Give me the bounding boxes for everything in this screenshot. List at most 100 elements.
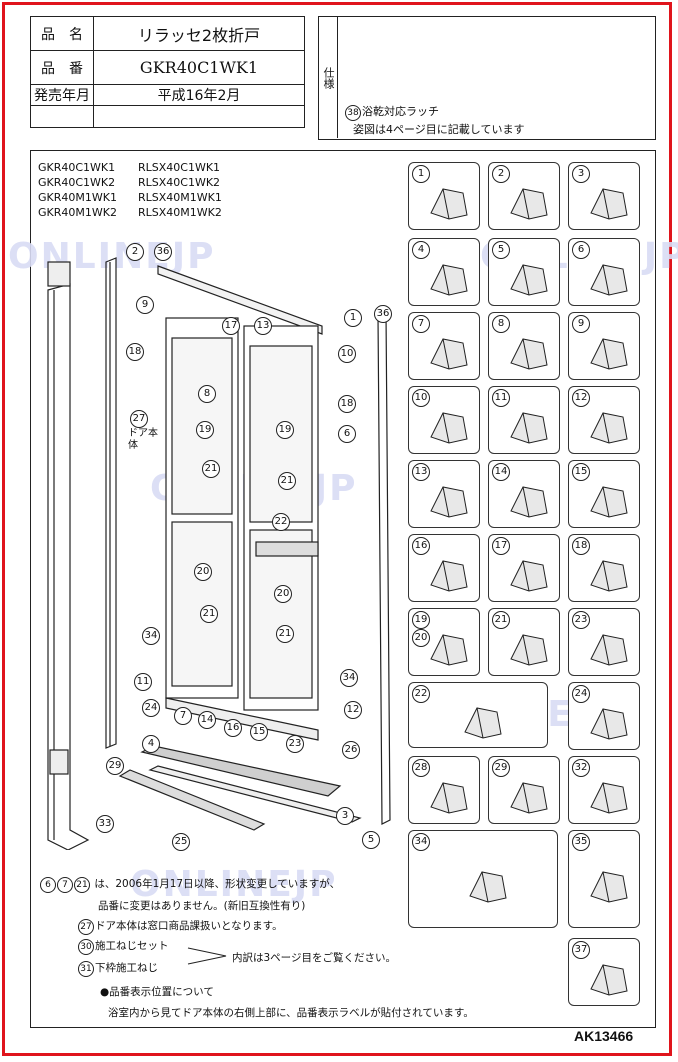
callout-14: 14 (198, 711, 216, 729)
callout-8: 8 (198, 385, 216, 403)
bracket-arrow (187, 947, 227, 965)
release-value: 平成16年2月 (93, 84, 305, 106)
part-illustration (590, 634, 628, 666)
callout-21d: 21 (276, 625, 294, 643)
document-id: AK13466 (574, 1028, 634, 1044)
part-box-10: 10 (408, 386, 480, 454)
part-number: 4 (412, 241, 430, 259)
part-illustration (590, 188, 628, 220)
name-value: リラッセ2枚折戸 (93, 16, 305, 51)
part-illustration (430, 264, 468, 296)
door-body-label: ドア本体 (128, 428, 158, 451)
part-box-8: 8 (488, 312, 560, 380)
spec-label: 仕様 (319, 17, 338, 138)
part-number: 32 (572, 759, 590, 777)
part-number: 1 (412, 165, 430, 183)
callout-5: 5 (362, 831, 380, 849)
callout-15: 15 (250, 723, 268, 741)
part-number: 18 (572, 537, 590, 555)
callout-16: 16 (224, 719, 242, 737)
callout-36b: 36 (374, 305, 392, 323)
callout-26: 26 (342, 741, 360, 759)
part-number: 19 (412, 611, 430, 629)
callout-21: 21 (202, 460, 220, 478)
part-number: 10 (412, 389, 430, 407)
callout-6: 6 (338, 425, 356, 443)
part-illustration (469, 871, 507, 903)
part-illustration (430, 338, 468, 370)
product-header-table: 品 名 リラッセ2枚折戸 品 番 GKR40C1WK1 発売年月 平成16年2月 (30, 16, 305, 128)
part-box-37: 37 (568, 938, 640, 1006)
note-label-position: 浴室内から見てドア本体の右側上部に、品番表示ラベルが貼付されています。 (108, 1007, 474, 1019)
part-box-15: 15 (568, 460, 640, 528)
part-illustration (590, 338, 628, 370)
callout-3: 3 (336, 807, 354, 825)
part-number: 29 (492, 759, 510, 777)
note-compat: 品番に変更はありません。(新旧互換性有り) (98, 900, 306, 912)
part-box-35: 35 (568, 830, 640, 928)
part-box-11: 11 (488, 386, 560, 454)
callout-21b: 21 (278, 472, 296, 490)
part-box-3: 3 (568, 162, 640, 230)
part-box-5: 5 (488, 238, 560, 306)
part-number: 9 (572, 315, 590, 333)
note-breakdown: 内訳は3ページ目をご覧ください。 (232, 952, 396, 964)
part-number: 8 (492, 315, 510, 333)
part-illustration (510, 560, 548, 592)
part-box-34: 34 (408, 830, 558, 928)
callout-1: 1 (344, 309, 362, 327)
part-box-12: 12 (568, 386, 640, 454)
part-number: 14 (492, 463, 510, 481)
part-box-14: 14 (488, 460, 560, 528)
part-number: 16 (412, 537, 430, 555)
part-number: 13 (412, 463, 430, 481)
part-number: 20 (412, 629, 430, 647)
part-number: 3 (572, 165, 590, 183)
callout-17: 17 (222, 317, 240, 335)
part-box-4: 4 (408, 238, 480, 306)
callout-11: 11 (134, 673, 152, 691)
part-box-21: 21 (488, 608, 560, 676)
part-number: 34 (412, 833, 430, 851)
part-illustration (430, 188, 468, 220)
part-illustration (510, 338, 548, 370)
part-number: 6 (572, 241, 590, 259)
callout-22: 22 (272, 513, 290, 531)
part-box-17: 17 (488, 534, 560, 602)
watermark: ONLINEJP (8, 236, 216, 277)
callout-9: 9 (136, 296, 154, 314)
callout-27: 27 (130, 410, 148, 428)
part-illustration (590, 964, 628, 996)
part-box-1: 1 (408, 162, 480, 230)
part-box-23: 23 (568, 608, 640, 676)
part-number: 12 (572, 389, 590, 407)
part-box-22: 22 (408, 682, 548, 748)
part-box-29: 29 (488, 756, 560, 824)
part-number: 24 (572, 685, 590, 703)
callout-2: 2 (126, 243, 144, 261)
callout-33: 33 (96, 815, 114, 833)
part-number: 23 (572, 611, 590, 629)
part-box-32: 32 (568, 756, 640, 824)
callout-12: 12 (344, 701, 362, 719)
callout-36: 36 (154, 243, 172, 261)
part-illustration (510, 782, 548, 814)
part-illustration (590, 871, 628, 903)
part-number: 22 (412, 685, 430, 703)
callout-7: 7 (174, 707, 192, 725)
callout-10: 10 (338, 345, 356, 363)
callout-21c: 21 (200, 605, 218, 623)
part-illustration (464, 707, 502, 739)
part-number: 15 (572, 463, 590, 481)
part-number: 37 (572, 941, 590, 959)
part-illustration (590, 486, 628, 518)
code-value: GKR40C1WK1 (93, 50, 305, 85)
callout-29: 29 (106, 757, 124, 775)
